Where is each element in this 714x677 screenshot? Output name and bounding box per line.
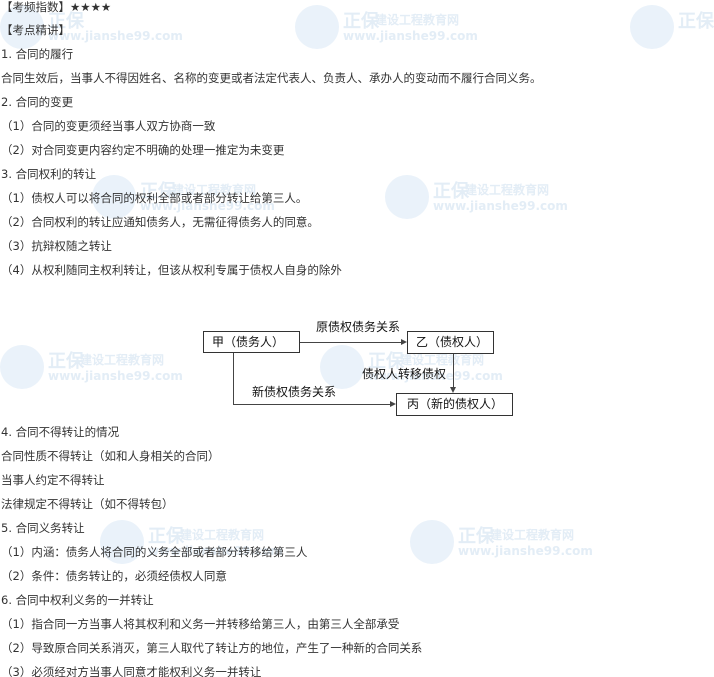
paragraph: 法律规定不得转让（如不得转包） (1, 497, 174, 511)
transfer-label: 债权人转移债权 (362, 367, 447, 381)
heading: 4. 合同不得转让的情况 (1, 425, 120, 439)
list-item: （1）指合同一方当事人将其权利和义务一并转移给第三人，由第三人全部承受 (1, 617, 400, 631)
list-item: （2）对合同变更内容约定不明确的处理一推定为未变更 (1, 143, 285, 157)
list-item: （2）条件：债务转让的，必须经债权人同意 (1, 569, 227, 583)
debtor-box: 甲（债务人） (203, 331, 300, 353)
list-item: （3）抗辩权随之转让 (1, 239, 112, 253)
arrow-line (233, 404, 390, 405)
heading: 6. 合同中权利义务的一并转让 (1, 593, 154, 607)
section-label: 【考点精讲】 (1, 23, 70, 37)
heading: 2. 合同的变更 (1, 95, 74, 109)
arrow-line (233, 353, 234, 404)
heading: 5. 合同义务转让 (1, 521, 85, 535)
arrow-head (390, 401, 396, 407)
arrow-line (453, 354, 454, 387)
exam-frequency: 【考频指数】★★★★ (1, 0, 112, 14)
list-item: （2）导致原合同关系消灭，第三人取代了转让方的地位，产生了一种新的合同关系 (1, 641, 423, 655)
new-creditor-box: 丙（新的债权人） (396, 393, 513, 416)
list-item: （1）债权人可以将合同的权利全部或者部分转让给第三人。 (1, 191, 308, 205)
list-item: （2）合同权利的转让应通知债务人，无需征得债务人的同意。 (1, 215, 319, 229)
paragraph: 合同性质不得转让（如和人身相关的合同） (1, 449, 220, 463)
original-relation-label: 原债权债务关系 (316, 320, 401, 334)
arrow-head (401, 339, 407, 345)
arrow-head (450, 387, 456, 393)
heading: 1. 合同的履行 (1, 47, 74, 61)
list-item: （1）内涵：债务人将合同的义务全部或者部分转移给第三人 (1, 545, 308, 559)
new-relation-label: 新债权债务关系 (252, 385, 337, 399)
paragraph: 合同生效后，当事人不得因姓名、名称的变更或者法定代表人、负责人、承办人的变动而不… (1, 71, 542, 85)
creditor-box: 乙（债权人） (407, 331, 494, 354)
paragraph: 当事人约定不得转让 (1, 473, 105, 487)
list-item: （3）必须经对方当事人同意才能权利义务一并转让 (1, 665, 262, 677)
list-item: （1）合同的变更须经当事人双方协商一致 (1, 119, 216, 133)
heading: 3. 合同权利的转让 (1, 167, 97, 181)
list-item: （4）从权利随同主权利转让，但该从权利专属于债权人自身的除外 (1, 263, 342, 277)
arrow-line (300, 342, 401, 343)
